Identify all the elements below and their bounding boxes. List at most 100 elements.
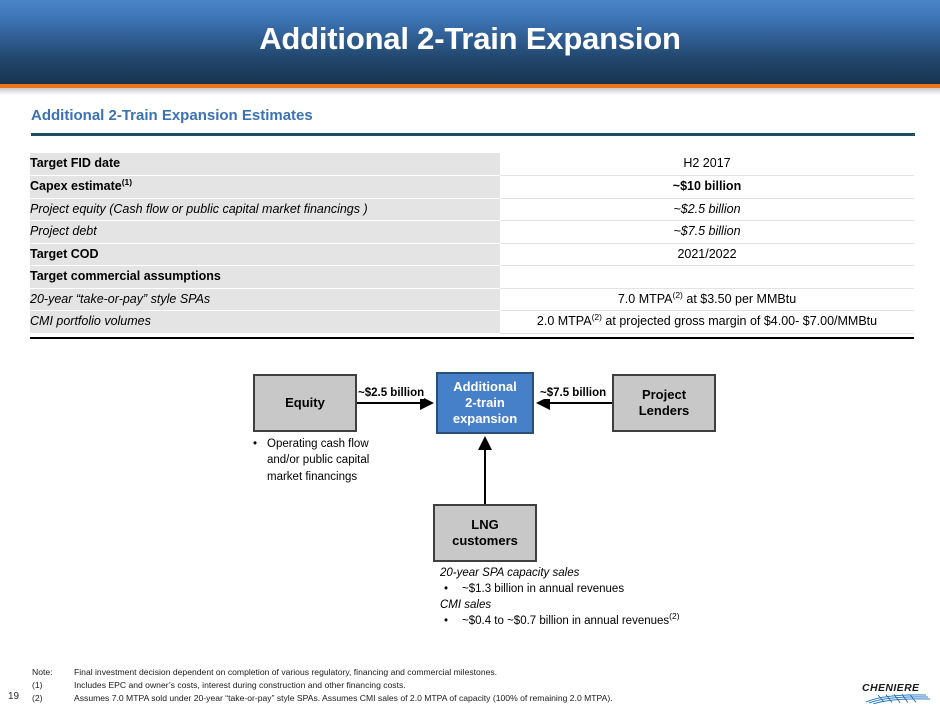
row-value-cell: 2.0 MTPA(2) at projected gross margin of… — [500, 310, 914, 334]
page-title: Additional 2-Train Expansion — [259, 21, 681, 56]
footnote-key: (2) — [32, 693, 43, 704]
row-label: CMI portfolio volumes — [30, 314, 151, 329]
row-value-footnote-ref: (2) — [591, 312, 602, 323]
footnote-text: Assumes 7.0 MTPA sold under 20-year “tak… — [74, 693, 613, 704]
table-row: Target COD 2021/2022 — [30, 243, 914, 266]
row-label: Project equity (Cash flow or public capi… — [30, 201, 368, 216]
lenders-label-line1: Project — [641, 387, 687, 403]
arrow-label-debt-amount: ~$7.5 billion — [540, 387, 607, 399]
row-label-footnote-ref: (1) — [121, 177, 133, 188]
list-item: • ~$0.4 to ~$0.7 billion in annual reven… — [440, 610, 770, 630]
lng-customer-notes: 20-year SPA capacity sales • ~$1.3 billi… — [440, 566, 770, 629]
footnote-text: Final investment decision dependent on c… — [74, 667, 498, 677]
lng-notes-spa-revenue: ~$1.3 billion in annual revenues — [462, 582, 625, 595]
header-shadow — [0, 88, 940, 95]
row-label-cell: Project debt — [30, 220, 500, 244]
row-value: ~$2.5 billion — [673, 201, 741, 216]
row-value-cell: H2 2017 — [500, 153, 914, 176]
row-value: ~$10 billion — [672, 179, 742, 194]
equity-bullet-list: • Operating cash flow and/or public capi… — [253, 436, 403, 485]
row-label-cell: Project equity (Cash flow or public capi… — [30, 198, 500, 221]
list-item: • ~$1.3 billion in annual revenues — [440, 582, 770, 598]
table-body: Target FID date H2 2017 Capex estimate(1… — [30, 153, 914, 334]
diagram-box-lng-label: LNG customers — [452, 517, 518, 549]
row-value-pre: 2.0 MTPA — [536, 314, 592, 329]
diagram-box-expansion-label: Additional 2-train expansion — [453, 379, 517, 427]
bullet-dot-icon: • — [444, 614, 449, 627]
diagram-arrows — [357, 396, 612, 504]
footnote-row: (1) Includes EPC and owner’s costs, inte… — [32, 679, 613, 692]
lng-notes-heading-cmi: CMI sales — [440, 598, 492, 611]
list-item: • Operating cash flow and/or public capi… — [253, 436, 403, 485]
row-value-cell: ~$7.5 billion — [500, 220, 914, 244]
bullet-dot-icon: • — [253, 438, 258, 450]
row-value-pre: 7.0 MTPA — [617, 291, 673, 306]
footnote-key: (1) — [32, 680, 43, 691]
row-value: 2021/2022 — [677, 246, 737, 261]
row-label: Target COD — [30, 246, 99, 261]
orange-accent-bar — [0, 84, 940, 88]
row-value-cell: ~$2.5 billion — [500, 198, 914, 221]
row-value-cell: 2021/2022 — [500, 243, 914, 266]
cheniere-logo: CHENIERE — [862, 682, 934, 704]
table-row: 20-year “take-or-pay” style SPAs 7.0 MTP… — [30, 288, 914, 311]
lenders-label-line2: Lenders — [638, 403, 690, 418]
row-label-cell: Capex estimate(1) — [30, 175, 500, 199]
row-label-cell: CMI portfolio volumes — [30, 310, 500, 334]
footnote-text: Includes EPC and owner’s costs, interest… — [74, 680, 406, 691]
table-row: Target FID date H2 2017 — [30, 153, 914, 176]
cheniere-logo-text: CHENIERE — [862, 682, 920, 694]
bullet-dot-icon: • — [444, 582, 449, 595]
row-value-cell: 7.0 MTPA(2) at $3.50 per MMBtu — [500, 288, 914, 311]
row-value-post: at projected gross margin of $4.00- $7.0… — [601, 314, 878, 329]
estimates-table: Target FID date H2 2017 Capex estimate(1… — [30, 153, 914, 334]
expansion-label-line1: Additional — [453, 379, 517, 395]
row-value-footnote-ref: (2) — [672, 289, 683, 300]
table-row: Target commercial assumptions — [30, 265, 914, 289]
row-label-cell: 20-year “take-or-pay” style SPAs — [30, 288, 500, 311]
section-underline — [31, 133, 915, 136]
table-row: Project debt ~$7.5 billion — [30, 220, 914, 244]
diagram-box-equity-label: Equity — [285, 395, 325, 411]
lng-notes-cmi-revenue: ~$0.4 to ~$0.7 billion in annual revenue… — [462, 614, 670, 627]
section-heading: Additional 2-Train Expansion Estimates — [31, 107, 313, 124]
cheniere-logo-wave-icon — [865, 694, 931, 704]
slide-header-banner: Additional 2-Train Expansion — [0, 0, 940, 84]
table-row: CMI portfolio volumes 2.0 MTPA(2) at pro… — [30, 310, 914, 334]
footnote-key: Note: — [32, 667, 53, 677]
expansion-label-line3: expansion — [452, 410, 518, 426]
table-row: Capex estimate(1) ~$10 billion — [30, 175, 914, 199]
lng-notes-footnote-ref: (2) — [669, 610, 680, 621]
row-value: H2 2017 — [683, 156, 731, 171]
row-label: Target commercial assumptions — [30, 269, 221, 284]
page-number: 19 — [8, 691, 20, 702]
arrow-label-equity-amount: ~$2.5 billion — [358, 387, 425, 399]
row-value-post: at $3.50 per MMBtu — [682, 291, 797, 306]
lng-label-line2: customers — [452, 533, 518, 548]
lng-label-line1: LNG — [471, 517, 499, 533]
table-row: Project equity (Cash flow or public capi… — [30, 198, 914, 221]
row-label: 20-year “take-or-pay” style SPAs — [30, 291, 211, 306]
footnote-row: Note: Final investment decision dependen… — [32, 666, 613, 679]
equity-bullet-text: Operating cash flow and/or public capita… — [267, 438, 370, 483]
expansion-label-line2: 2-train — [465, 395, 505, 411]
footnote-block: Note: Final investment decision dependen… — [32, 666, 613, 705]
financing-flow-diagram: Equity Additional 2-train expansion Proj… — [0, 360, 940, 650]
row-label: Project debt — [30, 224, 97, 239]
table-bottom-border — [30, 337, 914, 339]
diagram-box-lenders-label: Project Lenders — [639, 387, 690, 419]
row-label-cell: Target FID date — [30, 153, 500, 176]
diagram-box-lng-customers[interactable]: LNG customers — [433, 504, 537, 562]
diagram-box-equity[interactable]: Equity — [253, 374, 357, 432]
footnote-row: (2) Assumes 7.0 MTPA sold under 20-year … — [32, 692, 613, 705]
header-bottom-edge — [0, 82, 940, 84]
row-value-cell — [500, 265, 914, 289]
estimates-table-wrapper: Target FID date H2 2017 Capex estimate(1… — [30, 153, 914, 334]
row-label: Target FID date — [30, 156, 121, 171]
lng-notes-heading-spa: 20-year SPA capacity sales — [440, 567, 580, 579]
diagram-box-project-lenders[interactable]: Project Lenders — [612, 374, 716, 432]
row-value: ~$7.5 billion — [673, 224, 741, 239]
lng-notes-cmi-revenue-wrap: ~$0.4 to ~$0.7 billion in annual revenue… — [462, 610, 680, 630]
diagram-box-additional-2-train-expansion[interactable]: Additional 2-train expansion — [436, 372, 534, 434]
row-value-cell: ~$10 billion — [500, 175, 914, 199]
